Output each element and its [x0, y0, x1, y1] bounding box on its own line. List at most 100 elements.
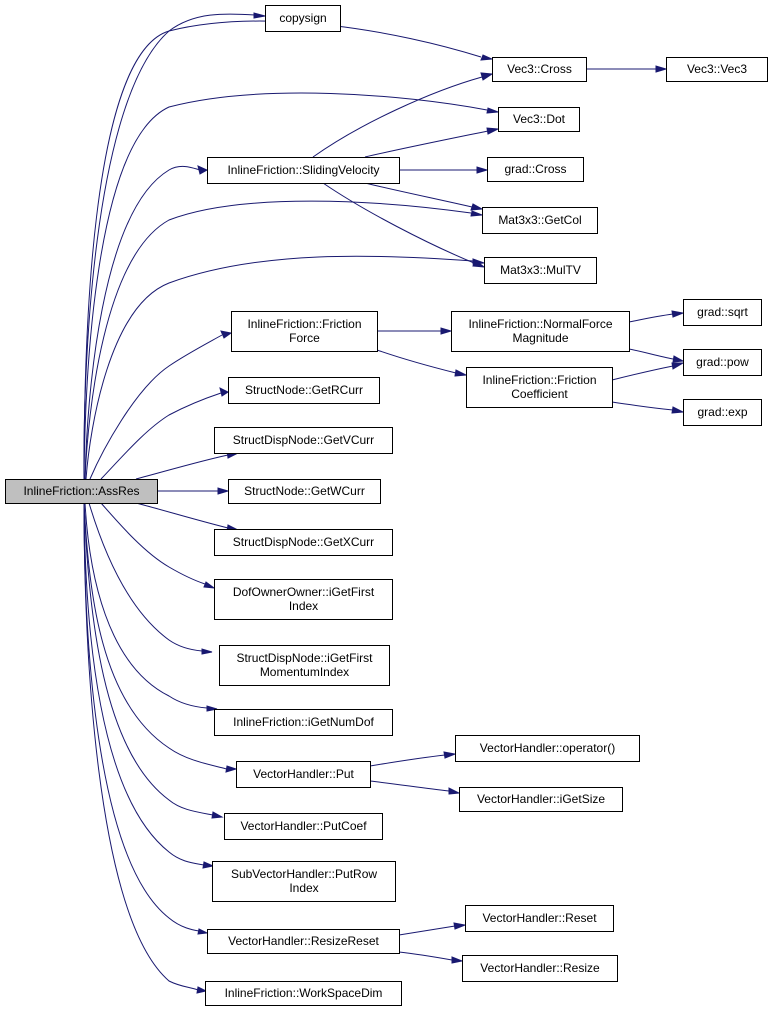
node-copysign[interactable]: copysign	[265, 5, 341, 32]
node-vec3-vec3[interactable]: Vec3::Vec3	[666, 57, 768, 82]
node-label: DofOwnerOwner::iGetFirst	[233, 585, 375, 599]
node-sliding-velocity[interactable]: InlineFriction::SlidingVelocity	[207, 157, 400, 184]
edge-root-to-mat-getcol	[84, 200, 483, 480]
node-vh-put[interactable]: VectorHandler::Put	[236, 761, 371, 788]
node-box	[492, 57, 587, 82]
node-box	[205, 981, 402, 1006]
edge-sliding-velocity-to-vec3-cross	[312, 72, 494, 158]
node-label: grad::Cross	[504, 162, 566, 176]
edge-root-to-workspace-dim	[83, 502, 208, 994]
edge-root-to-vh-put	[83, 502, 238, 773]
node-vh-operator[interactable]: VectorHandler::operator()	[455, 735, 640, 762]
edge-friction-coef-to-grad-exp	[611, 401, 685, 414]
node-box	[666, 57, 768, 82]
node-box	[466, 367, 613, 408]
node-vh-resizereset[interactable]: VectorHandler::ResizeReset	[207, 929, 400, 954]
node-vh-putcoef[interactable]: VectorHandler::PutCoef	[224, 813, 383, 840]
node-getwcurr[interactable]: StructNode::GetWCurr	[228, 479, 381, 504]
node-box	[482, 207, 598, 234]
node-box	[214, 579, 393, 620]
edge-root-to-getrcurr	[100, 387, 229, 480]
edge-friction-coef-to-grad-pow	[611, 362, 685, 381]
node-label: Index	[289, 599, 318, 613]
edge-vh-put-to-vh-getsize	[369, 780, 461, 795]
edge-friction-force-to-friction-coef	[376, 349, 468, 377]
edge-root-to-num-dof	[84, 502, 218, 712]
edge-root-to-vh-putcoef	[83, 502, 224, 819]
edge-vh-resizereset-to-vh-resize	[398, 951, 464, 964]
edge-root-to-vec3-dot	[83, 92, 499, 480]
node-label: InlineFriction::Friction	[247, 317, 361, 331]
edge-sliding-velocity-to-mat-getcol	[364, 182, 484, 211]
node-box	[462, 955, 618, 982]
edge-sliding-velocity-to-grad-cross	[399, 166, 489, 174]
node-box	[214, 427, 393, 454]
node-vh-resize[interactable]: VectorHandler::Resize	[462, 955, 618, 982]
node-vec3-cross[interactable]: Vec3::Cross	[492, 57, 587, 82]
node-box	[5, 479, 158, 504]
node-mat-getcol[interactable]: Mat3x3::GetCol	[482, 207, 598, 234]
node-label: SubVectorHandler::PutRow	[231, 867, 377, 881]
node-label: Coefficient	[511, 387, 568, 401]
node-getxcurr[interactable]: StructDispNode::GetXCurr	[214, 529, 393, 556]
node-box	[212, 861, 396, 902]
node-box	[231, 311, 378, 352]
edge-root-to-vh-resizereset	[83, 502, 209, 935]
node-box	[228, 479, 381, 504]
node-box	[683, 299, 762, 326]
node-label: VectorHandler::PutCoef	[240, 819, 367, 833]
node-grad-exp[interactable]: grad::exp	[683, 399, 762, 426]
call-graph-edges	[83, 12, 685, 994]
edge-root-to-getvcurr	[135, 449, 240, 480]
edge-friction-force-to-normal-force	[377, 327, 453, 335]
edge-vh-resizereset-to-vh-reset	[398, 922, 467, 936]
edge-root-to-friction-force	[89, 330, 233, 480]
node-vh-getsize[interactable]: VectorHandler::iGetSize	[459, 787, 623, 812]
edge-vec3-cross-to-vec3-vec3	[586, 65, 668, 73]
node-label: StructDispNode::iGetFirst	[236, 651, 373, 665]
node-label: grad::exp	[697, 405, 747, 419]
node-vec3-dot[interactable]: Vec3::Dot	[498, 107, 580, 132]
node-label: grad::sqrt	[697, 305, 748, 319]
node-label: StructDispNode::GetXCurr	[233, 535, 374, 549]
node-box	[214, 529, 393, 556]
edge-vh-put-to-vh-operator	[369, 751, 457, 767]
node-num-dof[interactable]: InlineFriction::iGetNumDof	[214, 709, 393, 736]
edge-root-to-vec3-cross	[83, 20, 494, 480]
node-box	[487, 157, 584, 182]
node-label: Vec3::Vec3	[687, 62, 747, 76]
edge-normal-force-to-grad-sqrt	[628, 310, 685, 323]
node-grad-sqrt[interactable]: grad::sqrt	[683, 299, 762, 326]
node-mat-multv[interactable]: Mat3x3::MulTV	[484, 257, 597, 284]
node-label: Force	[289, 331, 320, 345]
node-label: Index	[289, 881, 318, 895]
node-label: grad::pow	[696, 355, 749, 369]
node-getvcurr[interactable]: StructDispNode::GetVCurr	[214, 427, 393, 454]
node-box	[683, 349, 762, 376]
node-label: StructNode::GetWCurr	[244, 484, 365, 498]
node-label: VectorHandler::Reset	[482, 911, 597, 925]
node-box	[484, 257, 597, 284]
edge-root-to-dof-first-index	[100, 502, 216, 589]
node-workspace-dim[interactable]: InlineFriction::WorkSpaceDim	[205, 981, 402, 1006]
node-label: VectorHandler::ResizeReset	[228, 934, 379, 948]
node-box	[207, 157, 400, 184]
node-vh-reset[interactable]: VectorHandler::Reset	[465, 905, 614, 932]
node-label: Mat3x3::MulTV	[500, 263, 581, 277]
node-label: Magnitude	[512, 331, 568, 345]
node-root[interactable]: InlineFriction::AssRes	[5, 479, 158, 504]
edge-sliding-velocity-to-vec3-dot	[364, 127, 500, 158]
node-grad-pow[interactable]: grad::pow	[683, 349, 762, 376]
node-grad-cross[interactable]: grad::Cross	[487, 157, 584, 182]
node-label: VectorHandler::iGetSize	[477, 792, 605, 806]
node-getrcurr[interactable]: StructNode::GetRCurr	[228, 377, 380, 404]
node-box	[683, 399, 762, 426]
node-label: InlineFriction::iGetNumDof	[233, 715, 374, 729]
node-label: MomentumIndex	[260, 665, 349, 679]
